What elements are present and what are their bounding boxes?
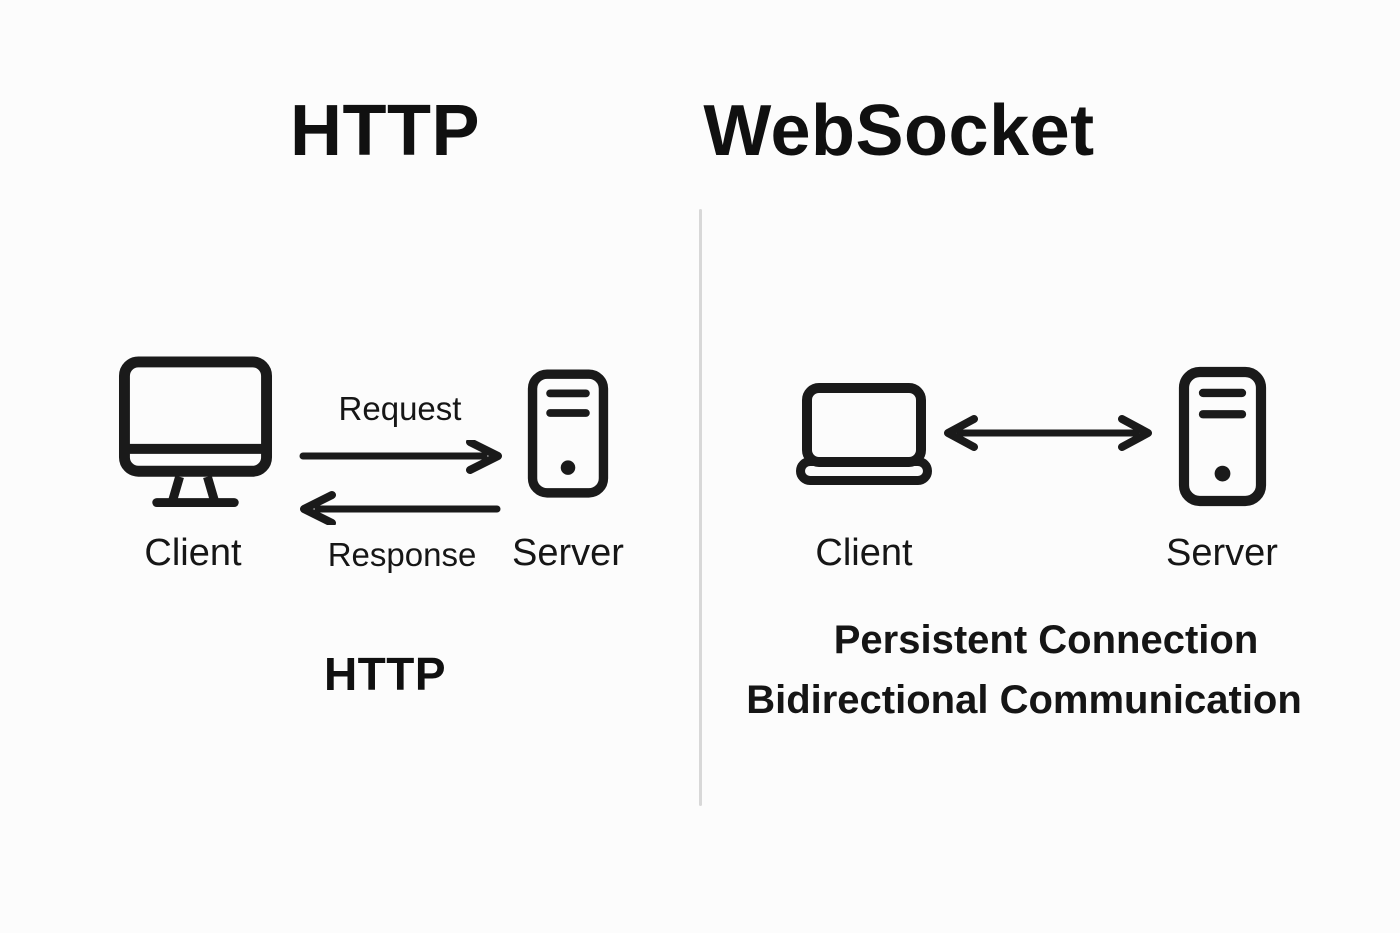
request-arrow-label: Request — [338, 390, 462, 427]
laptop-icon — [796, 383, 932, 485]
websocket-server-label: Server — [1166, 532, 1278, 574]
desktop-monitor-icon — [118, 356, 273, 508]
http-caption: HTTP — [323, 648, 447, 700]
server-tower-icon — [527, 369, 609, 498]
websocket-client-label: Client — [815, 532, 913, 574]
server-tower-icon — [1178, 366, 1267, 507]
http-client-label: Client — [144, 532, 242, 574]
request-response-arrows-icon — [299, 440, 502, 525]
bidirectional-arrow-icon — [944, 415, 1152, 451]
bidirectional-arrow-head-right — [1118, 415, 1152, 451]
websocket-caption-line2: Bidirectional Communication — [746, 678, 1302, 722]
panel-divider — [699, 209, 702, 806]
bidirectional-arrow-head-left — [944, 415, 978, 451]
response-arrow-label: Response — [327, 536, 477, 573]
http-panel-title: HTTP — [290, 91, 480, 171]
response-arrow-head — [300, 491, 336, 525]
websocket-caption-line1: Persistent Connection — [833, 618, 1259, 662]
websocket-panel-title: WebSocket — [703, 91, 1095, 171]
http-server-label: Server — [512, 532, 624, 574]
request-arrow-head — [466, 440, 502, 474]
